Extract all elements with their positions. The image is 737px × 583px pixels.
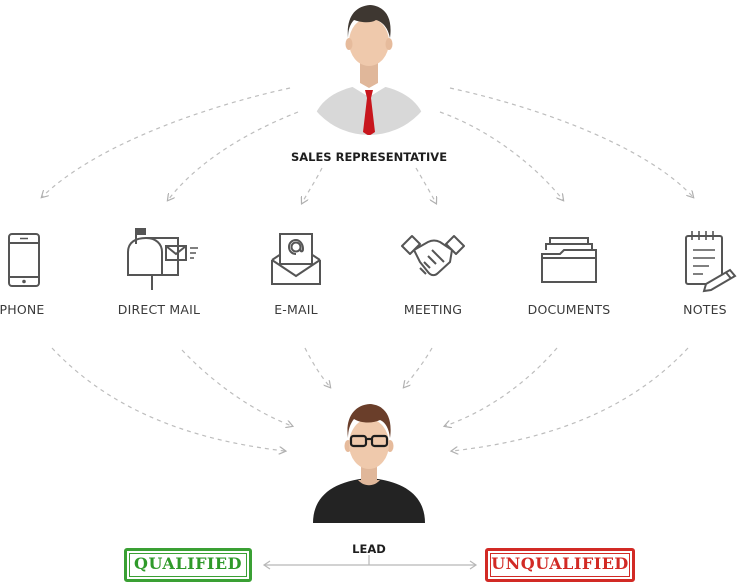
outcome-connector: [262, 555, 478, 570]
arrow-rep-to-directmail: [168, 111, 299, 200]
sales-rep-face: [349, 18, 389, 66]
glasses-icon: [349, 434, 389, 448]
channel-label-notes: NOTES: [683, 302, 727, 317]
handshake-icon: [401, 235, 465, 277]
arrow-rep-to-phone: [42, 87, 291, 197]
email-envelope-icon: [271, 233, 321, 285]
arrow-rep-to-notes: [449, 87, 693, 197]
arrow-documents-to-lead: [445, 347, 558, 426]
arrow-meeting-to-lead: [404, 347, 433, 387]
arrow-directmail-to-lead: [181, 349, 292, 426]
sales-rep-hair: [347, 5, 391, 38]
channel-label-phone: PHONE: [0, 302, 45, 317]
arrow-rep-to-email: [302, 167, 323, 203]
notepad-pencil-icon: [685, 231, 737, 293]
lead-label: LEAD: [352, 542, 386, 556]
unqualified-stamp: UNQUALIFIED: [485, 548, 635, 582]
folder-icon: [541, 237, 597, 283]
arrow-phone-to-lead: [51, 347, 285, 451]
channel-to-lead-arrows: [51, 347, 689, 451]
channel-label-direct-mail: DIRECT MAIL: [117, 302, 201, 317]
mailbox-icon: [127, 228, 198, 290]
lead-shirt: [313, 478, 425, 523]
arrow-notes-to-lead: [452, 347, 689, 451]
rep-to-channel-arrows: [42, 87, 693, 203]
channel-label-meeting: MEETING: [403, 302, 463, 317]
arrow-rep-to-documents: [439, 111, 563, 200]
tie-icon: [363, 90, 375, 135]
arrow-email-to-lead: [304, 347, 330, 387]
channel-label-email: E-MAIL: [274, 302, 318, 317]
sales-rep-label: SALES REPRESENTATIVE: [290, 150, 448, 164]
qualified-stamp: QUALIFIED: [124, 548, 252, 582]
lead-hair: [347, 404, 391, 438]
phone-icon: [8, 233, 40, 287]
channel-label-documents: DOCUMENTS: [527, 302, 611, 317]
arrow-rep-to-meeting: [415, 167, 436, 203]
lead-avatar: [313, 404, 425, 523]
lead-face: [349, 419, 389, 469]
sales-rep-avatar: [311, 5, 427, 135]
